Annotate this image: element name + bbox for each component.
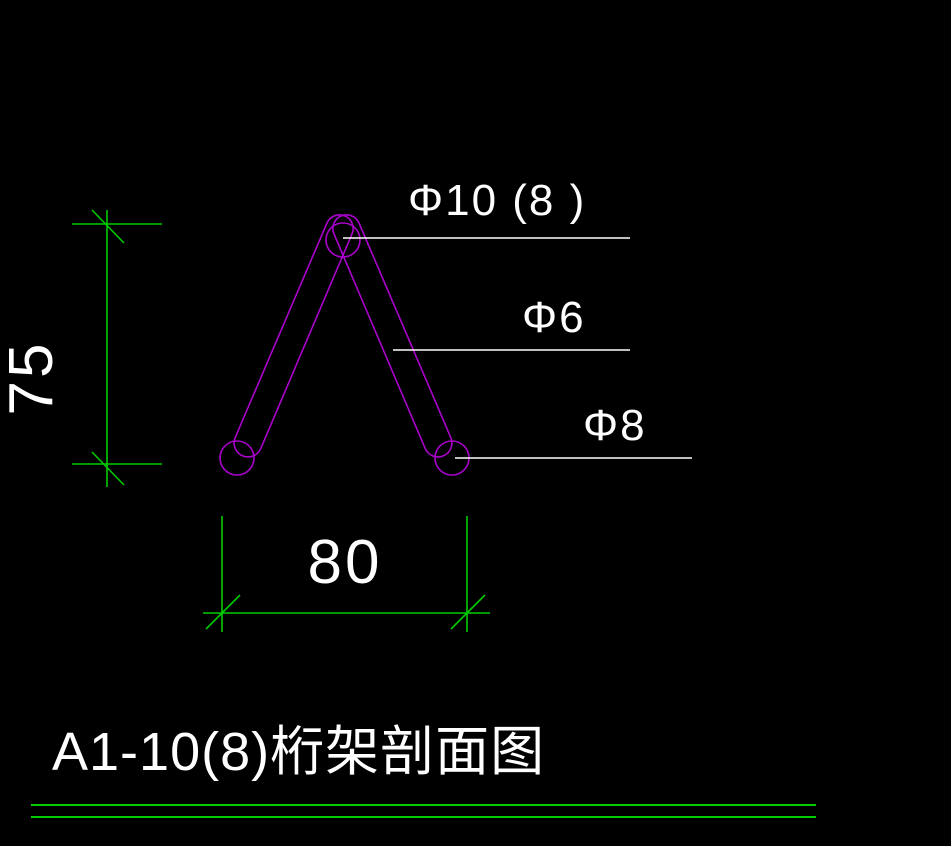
- label-web-bar: Φ6: [522, 293, 586, 342]
- label-top-chord: Φ10 (8 ): [408, 176, 586, 225]
- width-dimension-group: [203, 516, 490, 632]
- height-dimension-tick-bottom: [91, 451, 125, 486]
- width-dimension-value: 80: [308, 528, 383, 597]
- title-underline-group: [31, 804, 816, 818]
- width-dimension-tick-right: [450, 594, 486, 630]
- truss-right-bar: [332, 214, 453, 458]
- drawing-title: A1-10(8)桁架剖面图: [52, 722, 545, 782]
- label-bottom-chord: Φ8: [583, 401, 647, 450]
- height-dimension-group: [72, 209, 162, 487]
- width-dimension-tick-left: [205, 594, 241, 630]
- truss-left-foot-node: [219, 440, 255, 476]
- truss-apex-node: [325, 222, 361, 258]
- height-dimension-tick-top: [91, 209, 125, 244]
- leader-lines: [343, 237, 692, 459]
- truss-geometry: [219, 214, 470, 476]
- height-dimension-value: 75: [0, 341, 66, 416]
- truss-left-bar: [233, 214, 354, 458]
